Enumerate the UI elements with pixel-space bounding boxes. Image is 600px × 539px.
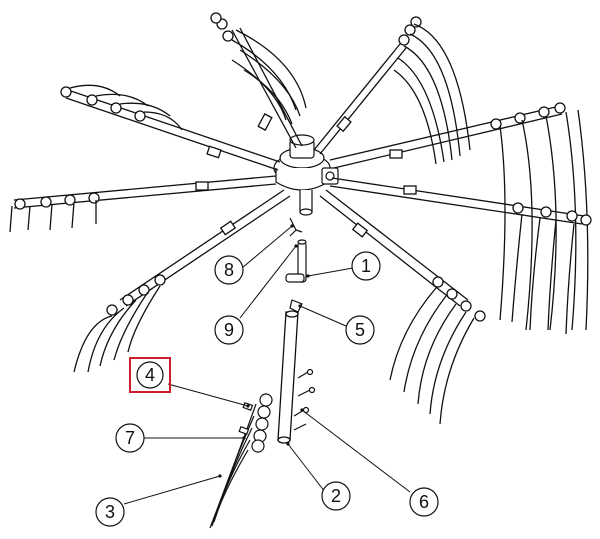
callout-9-label: 9 bbox=[224, 320, 234, 340]
leader-5 bbox=[298, 304, 347, 327]
leader-6 bbox=[300, 408, 411, 493]
part-9-pin bbox=[285, 239, 307, 283]
tine-arm-lower-right bbox=[319, 189, 486, 425]
callouts: 1 2 3 4 5 6 7 8 bbox=[95, 251, 439, 527]
tine-arm-lower-left bbox=[73, 189, 291, 373]
tine-arm-upper-left bbox=[60, 84, 281, 171]
rotor-hub bbox=[273, 134, 339, 216]
callout-6-label: 6 bbox=[419, 492, 429, 512]
callout-4: 4 bbox=[129, 357, 171, 393]
tine-arm-right bbox=[329, 102, 589, 331]
tine-arms bbox=[9, 12, 592, 425]
leader-lines bbox=[123, 224, 411, 505]
tine-arm-right-lower bbox=[329, 177, 592, 335]
callout-4-highlight-box bbox=[129, 357, 171, 393]
leader-9 bbox=[239, 244, 298, 319]
part-6-bolts bbox=[293, 368, 316, 431]
callout-2: 2 bbox=[321, 481, 351, 511]
leader-8 bbox=[241, 224, 294, 269]
tine-arm-upper-right bbox=[313, 16, 471, 165]
leader-2 bbox=[286, 442, 326, 493]
callout-2-label: 2 bbox=[331, 486, 341, 506]
callout-7-label: 7 bbox=[125, 428, 135, 448]
callout-7: 7 bbox=[115, 423, 145, 453]
callout-9: 9 bbox=[214, 315, 244, 345]
leader-3 bbox=[123, 474, 222, 505]
callout-3: 3 bbox=[95, 497, 125, 527]
callout-1: 1 bbox=[351, 251, 381, 281]
callout-8: 8 bbox=[214, 255, 244, 285]
callout-4-label: 4 bbox=[145, 365, 155, 385]
callout-6: 6 bbox=[409, 487, 439, 517]
part-3-tine-assembly bbox=[209, 393, 273, 529]
tine-arm-top bbox=[210, 12, 307, 149]
callout-8-label: 8 bbox=[224, 260, 234, 280]
part-8-clip bbox=[289, 217, 303, 237]
callout-5: 5 bbox=[345, 315, 375, 345]
tine-arm-left bbox=[9, 175, 277, 233]
callout-5-label: 5 bbox=[355, 320, 365, 340]
leader-1 bbox=[306, 267, 354, 278]
part-2-shaft bbox=[277, 310, 299, 444]
callout-3-label: 3 bbox=[105, 502, 115, 522]
callout-1-label: 1 bbox=[361, 256, 371, 276]
leader-4 bbox=[167, 383, 250, 408]
